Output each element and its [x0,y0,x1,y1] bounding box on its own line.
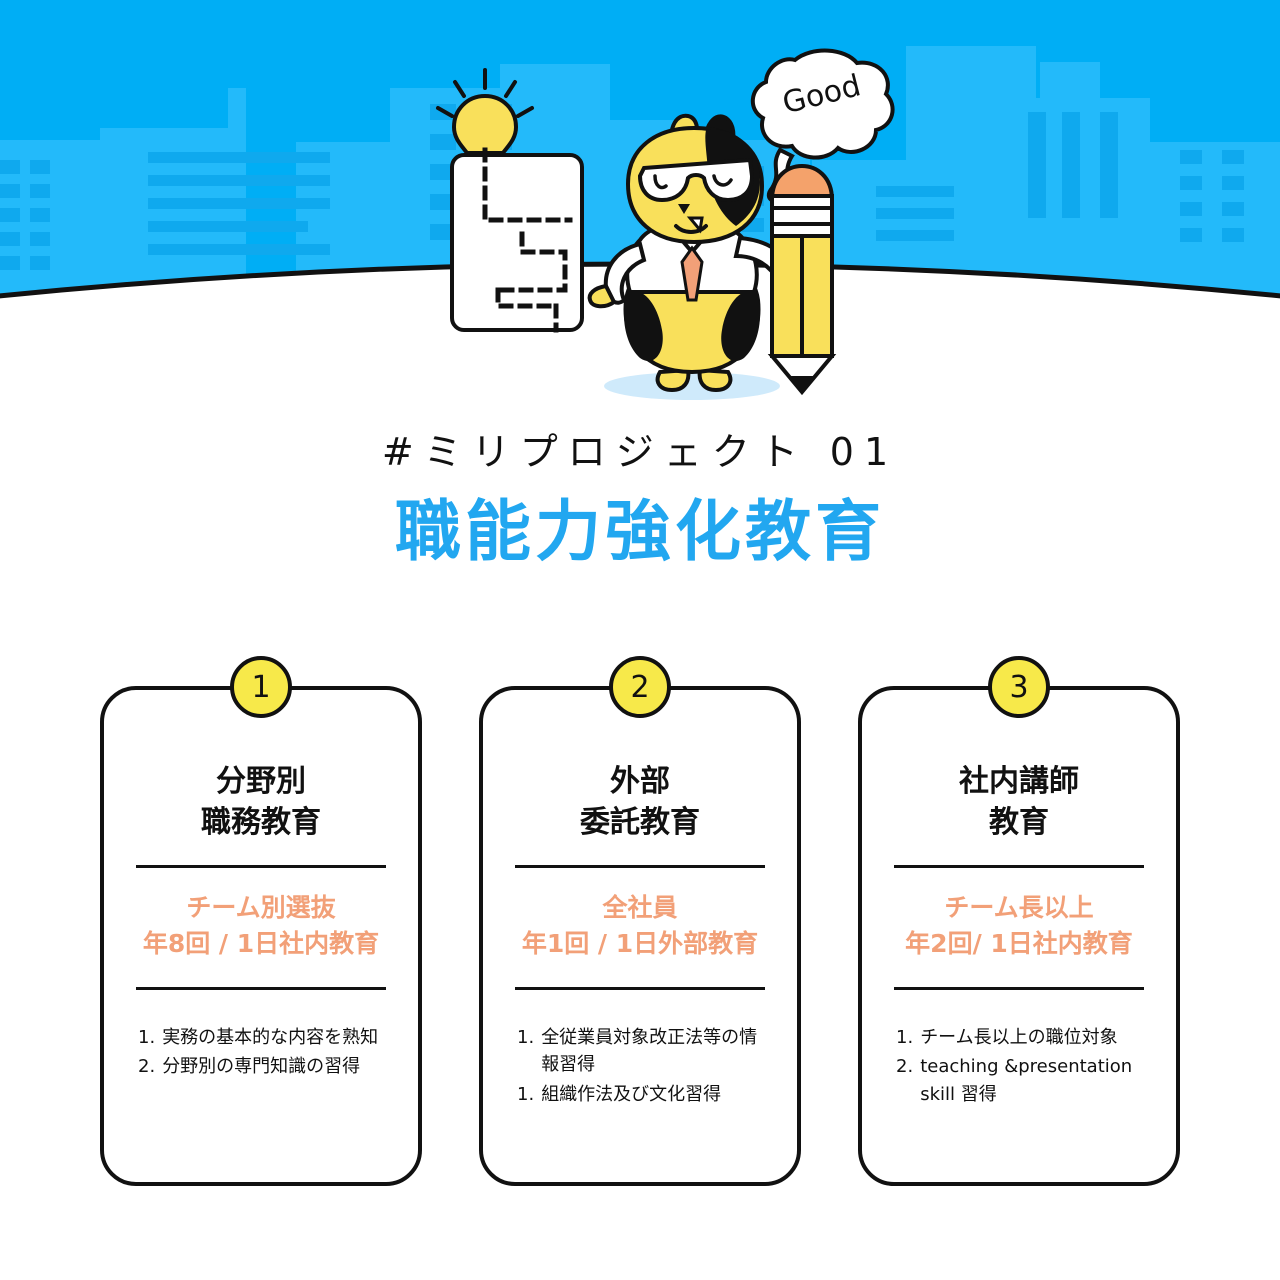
list-item: 1. 全従業員対象改正法等の情報習得 [517,1024,771,1080]
list-item-number: 1. [517,1026,535,1048]
list-item-text: チーム長以上の職位対象 [920,1026,1118,1048]
list-item: 1. 組織作法及び文化習得 [517,1081,771,1109]
card-bullet-list: 1. 全従業員対象改正法等の情報習得 1. 組織作法及び文化習得 [517,1024,771,1112]
hashtag-label: #ミリプロジェクト 01 [381,430,899,474]
list-item-text: 実務の基本的な内容を熟知 [162,1026,379,1048]
card-number-badge: 2 [609,656,671,718]
list-item-text: teaching &presentation skill 習得 [920,1056,1133,1106]
city-skyline-background [0,0,1280,300]
card-divider-bottom [515,986,765,990]
list-item: 2. 分野別の専門知識の習得 [138,1053,392,1081]
card-frequency: 年1回 / 1日外部教育 [521,929,759,959]
card-divider-bottom [136,986,386,990]
card-target: チーム長以上 [944,893,1094,922]
list-item-number: 1. [517,1084,535,1106]
card-divider-bottom [894,986,1144,990]
list-item-text: 組織作法及び文化習得 [541,1084,722,1106]
card-divider-top [894,865,1144,868]
list-item: 1. 実務の基本的な内容を熟知 [138,1024,392,1052]
card-divider-top [136,865,386,868]
page-title: 職能力強化教育 [395,492,885,570]
list-item-number: 1. [138,1026,156,1048]
list-item: 2. teaching &presentation skill 習得 [896,1053,1150,1109]
card-bullet-list: 1. チーム長以上の職位対象 2. teaching &presentation sk… [896,1024,1150,1112]
card-subinfo: チーム別選抜年8回 / 1日社内教育 [130,890,392,963]
card-target: チーム別選抜 [186,893,336,922]
card-divider-top [515,865,765,868]
list-item-number: 1. [896,1026,914,1048]
card-heading: 社内講師 教育 [959,764,1079,840]
card-subinfo: チーム長以上年2回/ 1日社内教育 [888,890,1150,963]
list-item-number: 2. [896,1056,914,1078]
program-card[interactable]: 2 外部 委託教育全社員年1回 / 1日外部教育 1. 全従業員対象改正法等の情報習得… [479,656,801,1186]
list-item-number: 2. [138,1056,156,1078]
card-heading: 分野別 職務教育 [201,764,321,840]
card-heading: 外部 委託教育 [580,764,700,840]
card-target: 全社員 [602,893,678,922]
program-card[interactable]: 3 社内講師 教育チーム長以上年2回/ 1日社内教育 1. チーム長以上の職位対象 2.… [858,656,1180,1186]
card-subinfo: 全社員年1回 / 1日外部教育 [509,890,771,963]
list-item-text: 全従業員対象改正法等の情報習得 [541,1026,758,1076]
program-card[interactable]: 1 分野別 職務教育チーム別選抜年8回 / 1日社内教育 1. 実務の基本的な内容を熟… [100,656,422,1186]
title-block: #ミリプロジェクト 01 職能力強化教育 [0,430,1280,569]
list-item-text: 分野別の専門知識の習得 [162,1056,361,1078]
card-bullet-list: 1. 実務の基本的な内容を熟知 2. 分野別の専門知識の習得 [138,1024,392,1084]
card-number-badge: 1 [230,656,292,718]
list-item: 1. チーム長以上の職位対象 [896,1024,1150,1052]
card-frequency: 年8回 / 1日社内教育 [142,929,380,959]
card-number-badge: 3 [988,656,1050,718]
hero-banner [0,0,1280,300]
card-frequency: 年2回/ 1日社内教育 [905,929,1133,959]
program-card-list: 1 分野別 職務教育チーム別選抜年8回 / 1日社内教育 1. 実務の基本的な内容を熟… [100,656,1180,1186]
